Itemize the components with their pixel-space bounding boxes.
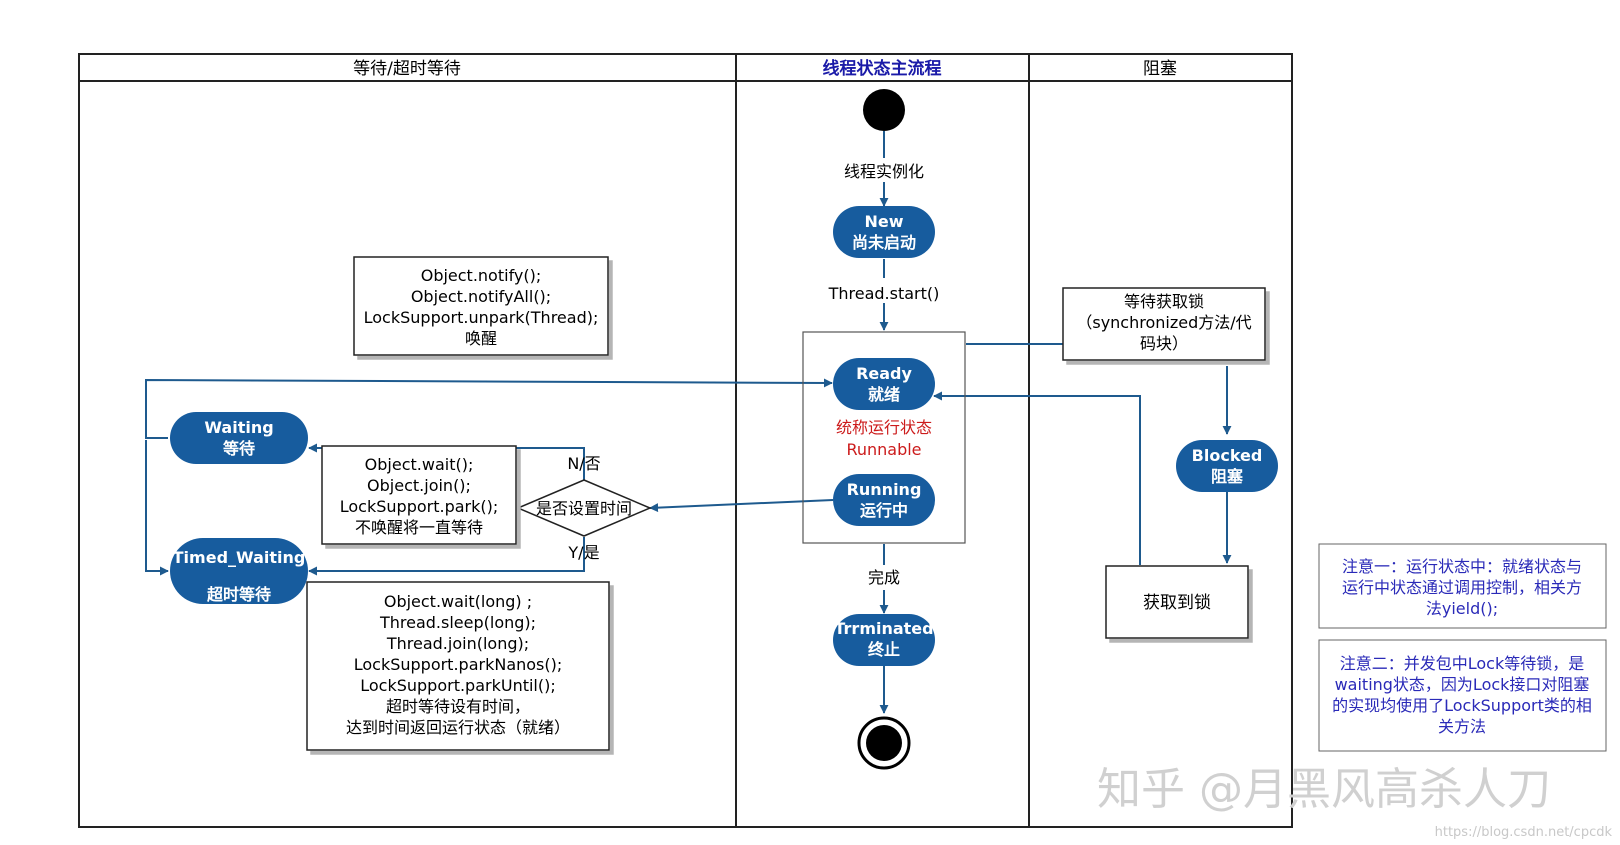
label-done: 完成 [868, 568, 900, 587]
label-instantiate: 线程实例化 [844, 162, 924, 181]
label-no-time: N/否 [567, 454, 600, 473]
state-terminated: Trrminated 终止 [833, 614, 935, 666]
svg-text:超时等待: 超时等待 [206, 585, 271, 604]
note-lock-get: 获取到锁 [1105, 565, 1249, 639]
lane-waiting-title: 等待/超时等待 [353, 59, 461, 79]
state-running: Running 运行中 [833, 474, 935, 526]
label-with-time: Y/是 [567, 543, 599, 562]
edge-left-rail-to-waiting [145, 440, 169, 576]
svg-text:达到时间返回运行状态（就绪）: 达到时间返回运行状态（就绪） [346, 718, 570, 737]
svg-text:Ready: Ready [856, 364, 912, 383]
svg-text:不唤醒将一直等待: 不唤醒将一直等待 [355, 518, 483, 537]
svg-text:注意二：并发包中Lock等待锁，是: 注意二：并发包中Lock等待锁，是 [1340, 654, 1585, 673]
svg-text:Blocked: Blocked [1192, 446, 1263, 465]
url-watermark: https://blog.csdn.net/cpcdk [1435, 825, 1613, 840]
svg-text:等待: 等待 [222, 439, 255, 458]
state-timed-waiting: Timed_Waiting 超时等待 [170, 538, 308, 604]
watermark: 知乎 @月黑风高杀人刀 [1097, 764, 1551, 815]
edge-waiting-to-ready [145, 378, 833, 439]
edge-lockget-to-ready [933, 391, 1141, 565]
svg-text:唤醒: 唤醒 [465, 329, 497, 348]
svg-text:终止: 终止 [868, 640, 900, 659]
decision-diamond: 是否设置时间 [516, 479, 652, 537]
remark-one: 注意一：运行状态中：就绪状态与 运行中状态通过调用控制，相关方 法yield()… [1318, 543, 1607, 629]
svg-text:法yield();: 法yield(); [1426, 599, 1498, 618]
svg-text:Thread.sleep(long);: Thread.sleep(long); [379, 613, 536, 632]
svg-text:就绪: 就绪 [868, 385, 900, 404]
end-node [857, 716, 911, 770]
svg-text:尚未启动: 尚未启动 [852, 233, 916, 252]
svg-text:Trrminated: Trrminated [834, 619, 933, 638]
note-timed: Object.wait(long) ; Thread.sleep(long); … [306, 581, 610, 751]
svg-text:是否设置时间: 是否设置时间 [536, 499, 632, 518]
svg-text:Timed_Waiting: Timed_Waiting [173, 548, 306, 567]
svg-text:New: New [864, 212, 903, 231]
svg-text:Object.notify();: Object.notify(); [421, 266, 542, 285]
note-wait: Object.wait(); Object.join(); LockSuppor… [321, 445, 517, 545]
svg-text:Runnable: Runnable [846, 440, 921, 459]
svg-text:运行中: 运行中 [860, 501, 908, 520]
svg-text:统称运行状态: 统称运行状态 [836, 418, 932, 437]
svg-text:运行中状态通过调用控制，相关方: 运行中状态通过调用控制，相关方 [1342, 578, 1582, 597]
note-notify: Object.notify(); Object.notifyAll(); Loc… [353, 256, 609, 356]
svg-text:获取到锁: 获取到锁 [1143, 593, 1211, 613]
lane-main-title: 线程状态主流程 [823, 58, 942, 79]
runnable-label: 统称运行状态 Runnable [836, 418, 932, 459]
svg-text:阻塞: 阻塞 [1211, 467, 1244, 486]
runnable-group [802, 331, 966, 544]
svg-text:的实现均使用了LockSupport类的相: 的实现均使用了LockSupport类的相 [1332, 696, 1592, 715]
svg-text:Object.wait();: Object.wait(); [365, 455, 474, 474]
svg-text:Waiting: Waiting [204, 418, 273, 437]
edges [145, 131, 1232, 714]
svg-text:Running: Running [847, 480, 922, 499]
svg-text:码块）: 码块） [1140, 334, 1188, 353]
svg-text:等待获取锁: 等待获取锁 [1124, 292, 1204, 311]
svg-text:Object.wait(long) ;: Object.wait(long) ; [384, 592, 532, 611]
lane-blocked: 阻塞 [1028, 53, 1293, 828]
start-node [863, 89, 905, 131]
svg-text:LockSupport.unpark(Thread);: LockSupport.unpark(Thread); [364, 308, 599, 327]
label-start: Thread.start() [828, 284, 940, 303]
edge-running-to-decision [649, 499, 834, 513]
svg-text:LockSupport.parkNanos();: LockSupport.parkNanos(); [354, 655, 563, 674]
svg-text:注意一：运行状态中：就绪状态与: 注意一：运行状态中：就绪状态与 [1342, 557, 1582, 576]
state-ready: Ready 就绪 [833, 358, 935, 410]
state-waiting: Waiting 等待 [170, 412, 308, 464]
state-new: New 尚未启动 [833, 206, 935, 258]
svg-text:超时等待设有时间，: 超时等待设有时间， [386, 697, 530, 716]
svg-text:Object.join();: Object.join(); [367, 476, 471, 495]
svg-text:LockSupport.park();: LockSupport.park(); [340, 497, 499, 516]
lane-blocked-title: 阻塞 [1143, 59, 1177, 79]
svg-text:（synchronized方法/代: （synchronized方法/代 [1076, 313, 1251, 332]
svg-text:Object.notifyAll();: Object.notifyAll(); [411, 287, 551, 306]
svg-text:LockSupport.parkUntil();: LockSupport.parkUntil(); [360, 676, 556, 695]
note-lock-wait: 等待获取锁 （synchronized方法/代 码块） [1062, 287, 1266, 361]
remark-two: 注意二：并发包中Lock等待锁，是 waiting状态，因为Lock接口对阻塞 … [1318, 639, 1607, 752]
svg-text:Thread.join(long);: Thread.join(long); [386, 634, 529, 653]
svg-text:关方法: 关方法 [1438, 717, 1486, 736]
edge-decision-to-timed [308, 537, 585, 576]
state-blocked: Blocked 阻塞 [1176, 440, 1278, 492]
svg-text:waiting状态，因为Lock接口对阻塞: waiting状态，因为Lock接口对阻塞 [1335, 675, 1590, 694]
